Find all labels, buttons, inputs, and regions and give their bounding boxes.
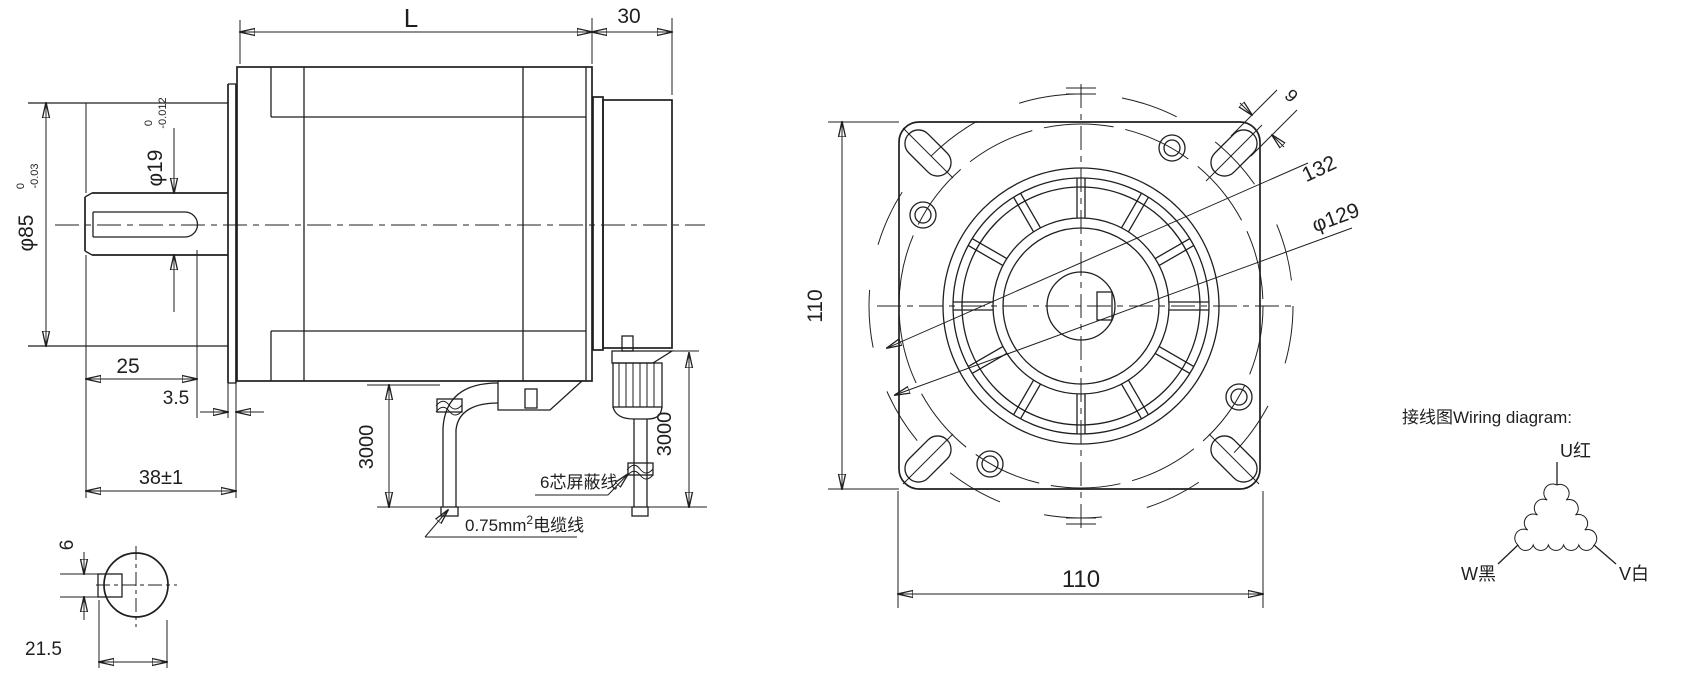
dim-shaft-length-38: 38±1: [86, 418, 236, 498]
wiring-diagram: 接线图Wiring diagram: U红 W黑 V白: [1402, 408, 1649, 584]
dim-phi85-label: φ85: [15, 215, 38, 252]
dim-phi19-tol-lower: -0.012: [157, 97, 169, 128]
keyway: [92, 211, 199, 238]
dim-shaft-diameter: φ19 0 -0.012: [143, 97, 174, 312]
side-view: L 30 φ85 0 -0.03 φ19 0 -0.012 25: [15, 3, 707, 538]
label-shielded-cable: 6芯屏蔽线: [535, 473, 628, 496]
terminal-v-label: V白: [1619, 564, 1649, 584]
dim-9-label: 9: [1281, 85, 1302, 106]
pilot-boss: [28, 102, 228, 498]
shaft: [84, 192, 228, 256]
dim-21-5-label: 21.5: [25, 639, 62, 660]
dim-25-label: 25: [116, 355, 139, 378]
flange-plate: [227, 83, 237, 384]
dim-key-width-6: 6: [57, 540, 98, 620]
dim-phi85-tol-upper: 0: [15, 183, 27, 189]
dim-height-110: 110: [804, 122, 899, 489]
dim-boss-diameter: φ85 0 -0.03: [15, 103, 46, 346]
terminal-w-label: W黑: [1461, 564, 1496, 584]
dim-phi19-label: φ19: [144, 150, 167, 187]
shielded-cable-text: 6芯屏蔽线: [540, 473, 617, 492]
dim-132-label: 132: [1299, 151, 1340, 187]
dim-standoff-3-5: 3.5: [163, 383, 264, 418]
dim-phi129: φ129: [895, 199, 1363, 395]
rear-connector: [611, 335, 675, 517]
wiring-title: 接线图Wiring diagram:: [1402, 408, 1572, 427]
dim-3000-right-label: 3000: [654, 412, 676, 457]
power-cable-text: 0.75mm2电缆线: [465, 513, 584, 535]
dim-rear-cap-30: 30: [592, 5, 672, 95]
front-centerlines: [877, 84, 1292, 532]
dim-cable-right-3000: 3000: [654, 350, 699, 507]
dim-3-5-label: 3.5: [163, 388, 189, 409]
dim-cable-left-3000: 3000: [356, 385, 440, 507]
label-power-cable: 0.75mm2电缆线: [424, 510, 584, 538]
terminal-u-label: U红: [1560, 441, 1591, 461]
dim-30-label: 30: [617, 5, 640, 28]
dim-length-L: L: [240, 3, 592, 64]
power-cable: [435, 382, 499, 517]
dim-key-offset-21-5: 21.5: [25, 600, 167, 668]
dim-110-left-label: 110: [804, 289, 827, 322]
delta-winding: [1497, 462, 1617, 565]
dim-110-bottom-label: 110: [1062, 566, 1100, 593]
dim-phi129-label: φ129: [1309, 199, 1363, 237]
dim-38-label: 38±1: [139, 467, 183, 489]
dim-phi85-tol-lower: -0.03: [29, 163, 41, 188]
dim-3000-left-label: 3000: [356, 425, 378, 470]
dim-phi19-tol-upper: 0: [143, 120, 155, 126]
motor-body: [236, 66, 593, 382]
bolt-holes: [909, 134, 1253, 478]
front-view: 110 110 9 132 φ129: [804, 84, 1363, 608]
corner-slots: [902, 124, 1263, 485]
cable-bracket: [497, 380, 584, 411]
dim-L-label: L: [404, 3, 418, 33]
dim-width-110: 110: [898, 491, 1263, 608]
dim-keyway-25: 25: [86, 250, 197, 418]
shaft-section-view: 6 21.5: [25, 540, 177, 668]
dim-6-label: 6: [57, 540, 78, 551]
rear-housing: [592, 96, 673, 351]
